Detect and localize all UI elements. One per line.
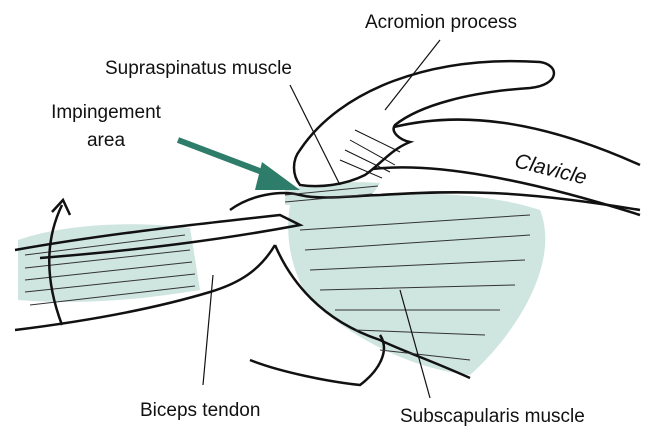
label-biceps-tendon: Biceps tendon	[140, 400, 260, 422]
label-acromion-process: Acromion process	[365, 12, 517, 34]
subscapularis-muscle-shading	[288, 194, 545, 375]
label-impingement-line1: Impingement	[36, 102, 176, 124]
label-supraspinatus-muscle: Supraspinatus muscle	[105, 58, 292, 80]
label-impingement-line2: area	[36, 130, 176, 152]
label-subscapularis-muscle: Subscapularis muscle	[400, 406, 585, 428]
